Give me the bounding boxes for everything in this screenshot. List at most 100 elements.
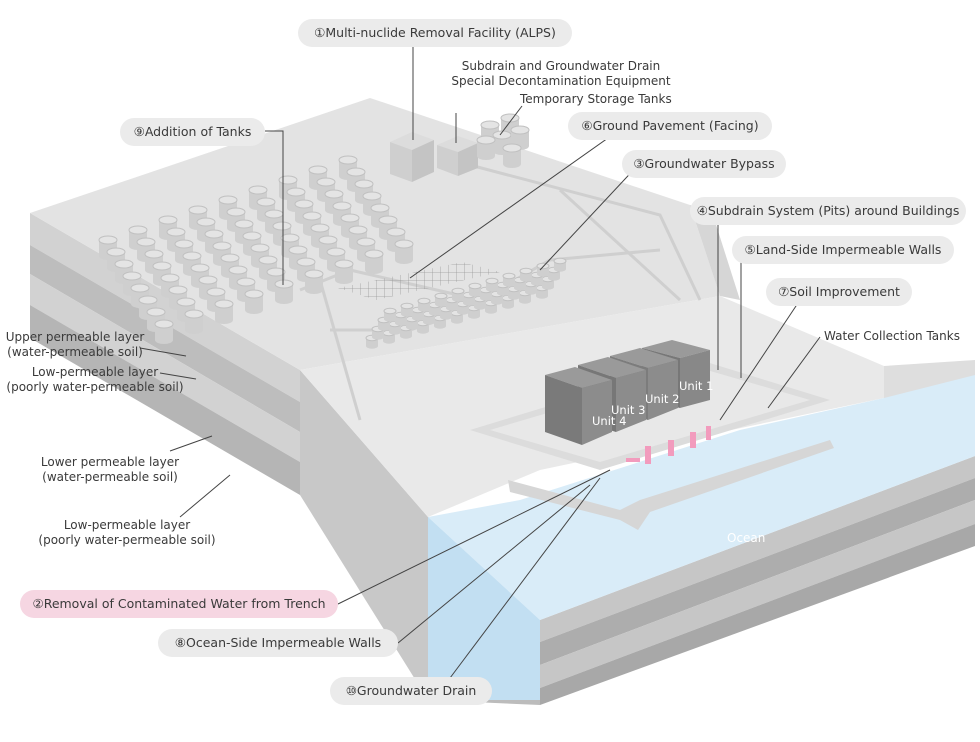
- tank-top: [356, 237, 376, 247]
- tank-top: [138, 295, 158, 305]
- tank-top: [274, 279, 294, 289]
- tank-top: [158, 215, 178, 225]
- tank-top: [536, 262, 550, 270]
- tank: [305, 274, 323, 295]
- tank: [395, 244, 413, 265]
- tank-top: [122, 271, 142, 281]
- tank-top: [326, 247, 346, 257]
- upper-permeable-line-2: (water-permeable soil): [7, 345, 143, 359]
- tank: [365, 254, 383, 275]
- tank-top: [228, 265, 248, 275]
- water-collection-tanks-label: Water Collection Tanks: [824, 329, 960, 343]
- low-permeable-1-line-2: (poorly water-permeable soil): [6, 380, 184, 394]
- tank-top: [316, 177, 336, 187]
- tank-top: [188, 205, 208, 215]
- tank-top: [272, 221, 292, 231]
- tank-top: [212, 241, 232, 251]
- unit-2-label: Unit 2: [645, 392, 679, 406]
- tank-top: [294, 199, 314, 209]
- tank-top: [332, 201, 352, 211]
- tank-top: [160, 273, 180, 283]
- tank-top: [288, 245, 308, 255]
- tank: [503, 148, 521, 169]
- callout-landside-walls: ⑤Land-Side Impermeable Walls: [732, 236, 954, 264]
- callout-alps: ①Multi-nuclide Removal Facility (ALPS): [298, 19, 572, 47]
- tank-top: [394, 239, 414, 249]
- tank-top: [334, 259, 354, 269]
- tank-top: [354, 179, 374, 189]
- subdrain-equipment-label: Subdrain and Groundwater Drain Special D…: [436, 59, 686, 89]
- tank-top: [340, 213, 360, 223]
- tank: [155, 324, 173, 345]
- tank-top: [280, 233, 300, 243]
- tank-top: [220, 253, 240, 263]
- tank-top: [204, 229, 224, 239]
- tank-top: [266, 267, 286, 277]
- tank-top: [182, 251, 202, 261]
- tank-top: [485, 277, 499, 285]
- tank-top: [218, 195, 238, 205]
- callout-addition-tanks: ⑨Addition of Tanks: [120, 118, 265, 146]
- tank-top: [510, 125, 530, 135]
- ocean: [428, 375, 975, 620]
- tank: [477, 140, 495, 161]
- reactor-buildings: Unit 4 Unit 3 Unit 2 Unit 1: [545, 340, 713, 445]
- pavement-mesh: [338, 262, 500, 300]
- tank-top: [114, 259, 134, 269]
- unit-4-label: Unit 4: [592, 414, 626, 428]
- tank-top: [434, 292, 448, 300]
- unit-3-label: Unit 3: [611, 403, 645, 417]
- tank-top: [206, 287, 226, 297]
- lower-permeable-layer-label: Lower permeable layer (water-permeable s…: [30, 455, 190, 485]
- tank-top: [348, 225, 368, 235]
- tank-top: [256, 197, 276, 207]
- subdrain-equipment-line-1: Subdrain and Groundwater Drain: [461, 59, 661, 73]
- callout-soil-improvement: ⑦Soil Improvement: [766, 278, 912, 306]
- callout-trench-removal: ②Removal of Contaminated Water from Tren…: [20, 590, 338, 618]
- tank-top: [106, 247, 126, 257]
- low-permeable-layer-1-label: Low-permeable layer (poorly water-permea…: [0, 365, 190, 395]
- low-permeable-1-line-1: Low-permeable layer: [31, 365, 159, 379]
- tank-top: [174, 239, 194, 249]
- tank-top: [553, 257, 567, 265]
- tank-top: [476, 135, 496, 145]
- callout-ground-pavement: ⑥Ground Pavement (Facing): [568, 112, 772, 140]
- tank-top: [370, 203, 390, 213]
- tank-top: [364, 249, 384, 259]
- tank: [215, 304, 233, 325]
- tank-top: [318, 235, 338, 245]
- tank-top: [236, 277, 256, 287]
- tank: [245, 294, 263, 315]
- tank: [185, 314, 203, 335]
- tank-top: [451, 287, 465, 295]
- tank-top: [468, 282, 482, 290]
- tank-top: [519, 267, 533, 275]
- tank-top: [214, 299, 234, 309]
- tank-top: [128, 225, 148, 235]
- tank-top: [346, 167, 366, 177]
- tank-top: [152, 261, 172, 271]
- tank: [275, 284, 293, 305]
- tank-top: [378, 215, 398, 225]
- tank-top: [286, 187, 306, 197]
- callout-groundwater-drain: ⑩Groundwater Drain: [330, 677, 492, 705]
- temp-storage-tanks-label: Temporary Storage Tanks: [520, 92, 672, 106]
- tank-top: [417, 297, 431, 305]
- trench-marks: [626, 426, 711, 464]
- upper-permeable-line-1: Upper permeable layer: [5, 330, 145, 344]
- tank-top: [480, 120, 500, 130]
- low-permeable-layer-2-label: Low-permeable layer (poorly water-permea…: [32, 518, 222, 548]
- tank-field-upper: [98, 113, 530, 345]
- lower-permeable-line-1: Lower permeable layer: [40, 455, 180, 469]
- tank-top: [278, 175, 298, 185]
- tank-top: [98, 235, 118, 245]
- tank-top: [296, 257, 316, 267]
- tank-top: [130, 283, 150, 293]
- tank-top: [196, 217, 216, 227]
- tank-top: [502, 143, 522, 153]
- upper-plateau: [30, 98, 720, 370]
- tank-top: [302, 211, 322, 221]
- callout-subdrain-system: ④Subdrain System (Pits) around Buildings: [690, 197, 966, 225]
